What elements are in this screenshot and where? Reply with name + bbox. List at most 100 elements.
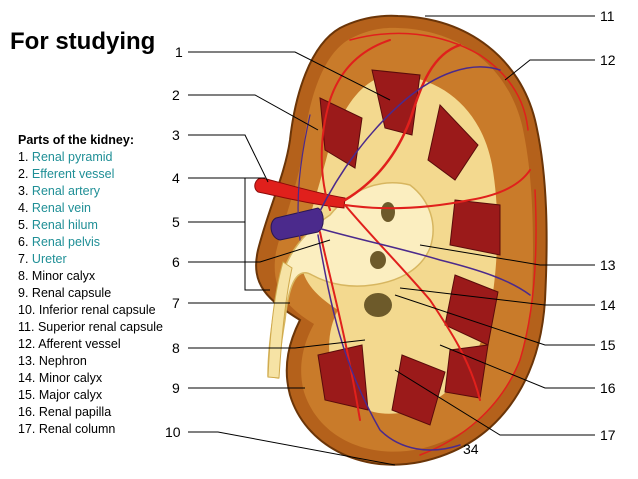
callout-7: 7 <box>172 295 180 311</box>
legend-item-label: Renal pyramid <box>31 150 113 164</box>
legend-item: 5. Renal hilum <box>18 217 188 234</box>
minor-calyces <box>364 202 395 317</box>
calyx-spot-2 <box>370 251 386 269</box>
callout-17: 17 <box>600 427 616 443</box>
legend-item-label: Minor calyx <box>38 371 103 385</box>
leader-14 <box>399 287 595 306</box>
legend-item: 9. Renal capsule <box>18 285 188 302</box>
callout-15: 15 <box>600 337 616 353</box>
callout-1: 1 <box>175 44 183 60</box>
callout-3: 3 <box>172 127 180 143</box>
legend-item: 13. Nephron <box>18 353 188 370</box>
slide-number: 34 <box>463 441 479 457</box>
legend-heading: Parts of the kidney: <box>18 133 134 147</box>
legend-item-label: Renal papilla <box>38 405 112 419</box>
legend-item-number: 12. <box>18 337 36 351</box>
legend-item: 7. Ureter <box>18 251 188 268</box>
legend-item: 6. Renal pelvis <box>18 234 188 251</box>
legend-item-label: Renal capsule <box>31 286 112 300</box>
legend-item-label: Minor calyx <box>31 269 96 283</box>
pyramid-bottom-left <box>317 344 369 411</box>
legend-item-number: 7. <box>18 252 29 266</box>
pyramid-upper-right <box>427 103 479 181</box>
legend-item-label: Renal artery <box>31 184 101 198</box>
leader-17 <box>394 369 595 436</box>
legend-item-number: 13. <box>18 354 36 368</box>
callout-8: 8 <box>172 340 180 356</box>
vessel-network <box>297 32 537 456</box>
legend-item: 12. Afferent vessel <box>18 336 188 353</box>
legend-item: 1. Renal pyramid <box>18 149 188 166</box>
legend-item-label: Efferent vessel <box>31 167 115 181</box>
leader-6 <box>188 239 331 263</box>
legend-item: 2. Efferent vessel <box>18 166 188 183</box>
callout-numbers: 1 2 3 4 5 6 7 8 9 10 11 12 13 14 15 16 1… <box>165 8 616 443</box>
page-title: For studying <box>10 28 156 55</box>
legend-item-number: 15. <box>18 388 36 402</box>
legend-item-label: Renal vein <box>31 201 91 215</box>
legend-item-number: 5. <box>18 218 29 232</box>
leader-15 <box>394 294 595 346</box>
legend-item: 15. Major calyx <box>18 387 188 404</box>
leader-2 <box>188 94 319 131</box>
callout-16: 16 <box>600 380 616 396</box>
callout-10: 10 <box>165 424 181 440</box>
leader-12 <box>504 59 595 81</box>
leader-8 <box>188 339 366 349</box>
legend-item-label: Renal column <box>38 422 116 436</box>
legend-item-number: 10. <box>18 303 36 317</box>
callout-11: 11 <box>600 8 615 24</box>
legend-item-label: Inferior renal capsule <box>38 303 156 317</box>
legend-item-label: Afferent vessel <box>38 337 121 351</box>
legend-item-label: Superior renal capsule <box>37 320 164 334</box>
pyramid-bottom-right <box>444 344 489 399</box>
legend-item-number: 8. <box>18 269 29 283</box>
legend-item-number: 4. <box>18 201 29 215</box>
callout-6: 6 <box>172 254 180 270</box>
leader-3 <box>188 134 269 183</box>
legend-item-label: Renal hilum <box>31 218 98 232</box>
legend-item-label: Nephron <box>38 354 87 368</box>
callout-12: 12 <box>600 52 616 68</box>
leader-1 <box>188 51 391 101</box>
calyx-spot-3 <box>364 293 392 317</box>
callout-13: 13 <box>600 257 616 273</box>
leader-16 <box>439 344 595 389</box>
leader-10 <box>188 431 396 466</box>
legend-item-number: 1. <box>18 150 29 164</box>
legend-item: 16. Renal papilla <box>18 404 188 421</box>
legend-item: 3. Renal artery <box>18 183 188 200</box>
leader-13 <box>419 244 595 266</box>
calyx-spot-1 <box>381 202 395 222</box>
callout-9: 9 <box>172 380 180 396</box>
callout-2: 2 <box>172 87 180 103</box>
legend-item-number: 17. <box>18 422 36 436</box>
legend-item: 11. Superior renal capsule <box>18 319 188 336</box>
ureter <box>267 261 293 379</box>
legend-item: 14. Minor calyx <box>18 370 188 387</box>
renal-pyramids <box>317 69 501 426</box>
legend-item: 10. Inferior renal capsule <box>18 302 188 319</box>
leader-4 <box>188 177 270 291</box>
callout-14: 14 <box>600 297 616 313</box>
legend-item: 4. Renal vein <box>18 200 188 217</box>
legend-item-number: 14. <box>18 371 36 385</box>
renal-artery <box>254 177 346 209</box>
legend-item-number: 3. <box>18 184 29 198</box>
pyramid-bottom-mid <box>391 354 446 426</box>
legend-item: 8. Minor calyx <box>18 268 188 285</box>
legend-item-number: 2. <box>18 167 29 181</box>
legend-item-label: Major calyx <box>38 388 103 402</box>
legend-item-number: 9. <box>18 286 29 300</box>
legend-item-number: 11. <box>18 320 35 334</box>
legend-item-number: 6. <box>18 235 29 249</box>
legend-item: 17. Renal column <box>18 421 188 438</box>
legend-item-label: Ureter <box>31 252 67 266</box>
legend-item-number: 16. <box>18 405 36 419</box>
renal-vein <box>270 207 324 241</box>
pyramid-mid-right <box>449 199 501 256</box>
callout-4: 4 <box>172 170 180 186</box>
